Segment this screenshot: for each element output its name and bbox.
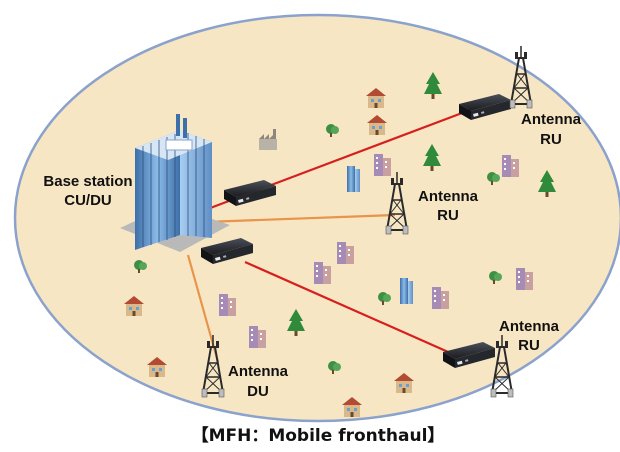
site-label-line1: Antenna	[418, 188, 479, 205]
site-label-line1: Antenna	[521, 111, 582, 128]
base-station-building	[120, 114, 230, 252]
site-label-top-ru: Antenna RU	[521, 111, 582, 148]
site-label-line2: RU	[540, 131, 562, 148]
base-station-label-line2: CU/DU	[64, 192, 112, 209]
site-label-line2: DU	[247, 383, 269, 400]
link-to-bottom-ru	[244, 260, 456, 357]
site-label-line1: Antenna	[499, 318, 560, 335]
site-label-line2: RU	[518, 337, 540, 354]
link-to-middle-ru	[204, 213, 396, 224]
base-station-label-line1: Base station	[43, 173, 132, 190]
site-label-line2: RU	[437, 207, 459, 224]
site-label-line1: Antenna	[228, 363, 289, 380]
base-station-label: Base station CU/DU	[43, 173, 132, 209]
site-label-middle-ru: Antenna RU	[418, 188, 479, 224]
site-label-bottom-ru: Antenna RU	[499, 318, 560, 354]
diagram-caption: 【MFH：Mobile fronthaul】	[192, 425, 445, 446]
site-label-du: Antenna DU	[228, 363, 289, 400]
